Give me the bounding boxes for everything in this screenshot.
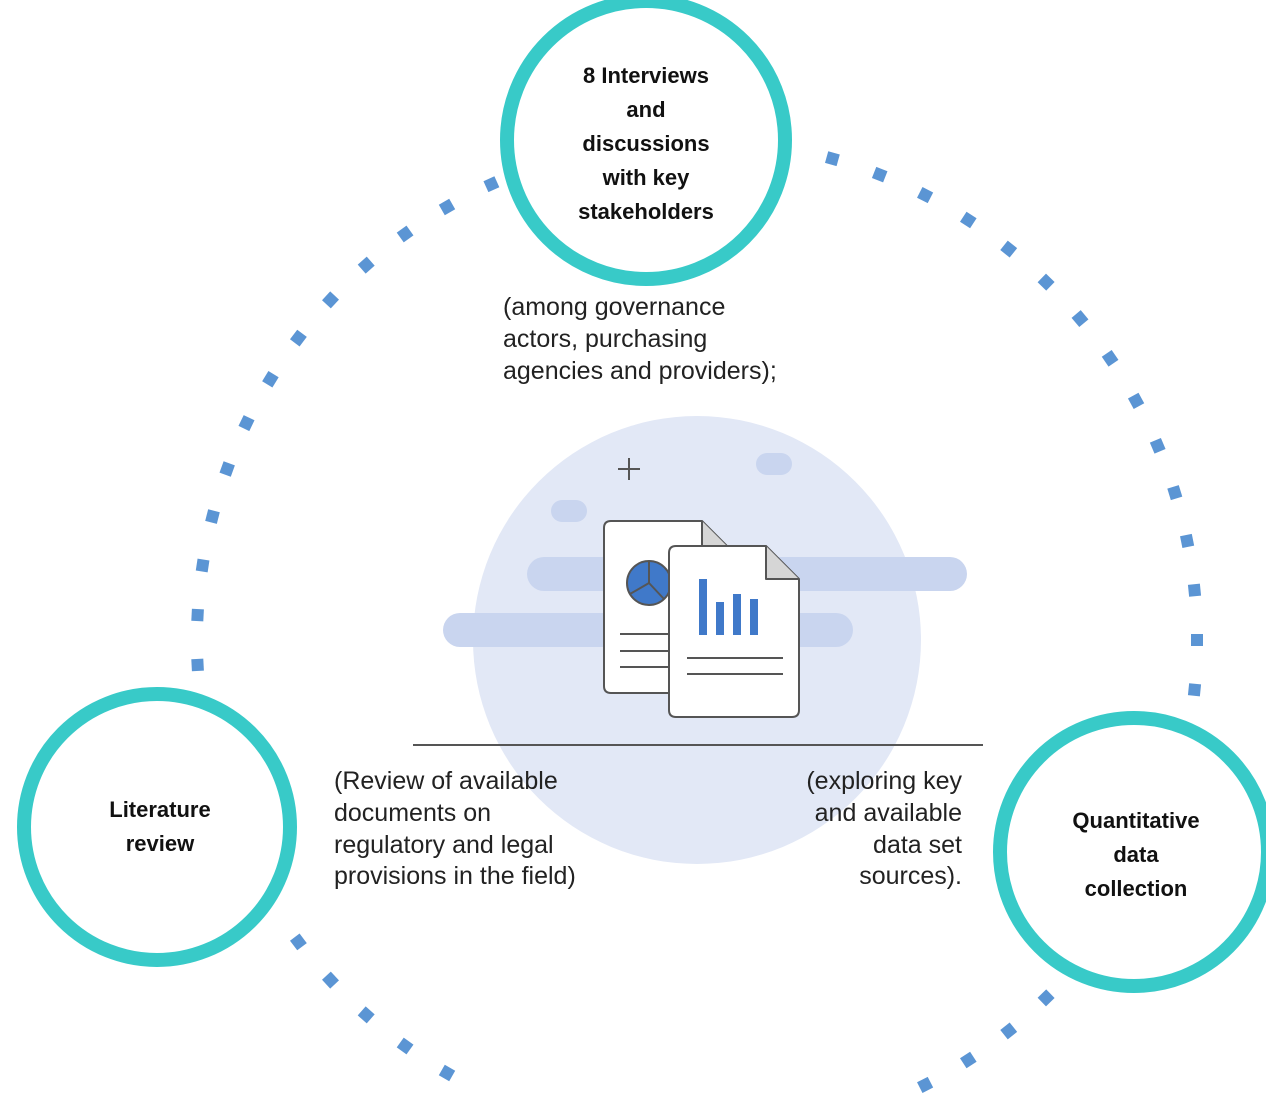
interviews-circle [500,0,792,286]
cycle-dot [483,176,500,193]
quantitative-label-line: Quantitative [1072,807,1200,833]
literature-label-line: review [125,831,195,856]
cycle-dot [195,558,210,573]
stage-circles [17,0,1266,993]
literature-description-line: regulatory and legal [334,830,554,859]
cycle-dot [438,1064,456,1082]
cycle-dot [396,1037,414,1055]
cycle-dot [357,1006,375,1024]
interviews-label: 8 Interviews and discussions with key st… [536,55,756,233]
cycle-dot [1000,1022,1018,1040]
literature-label: Literature review [60,790,260,864]
quantitative-label: Quantitative data collection [1036,800,1236,910]
bar-chart-document-icon [668,545,800,718]
quantitative-label-line: collection [1084,876,1188,902]
literature-label-line: Literature [109,796,211,822]
literature-circle [17,687,297,967]
cycle-dot [438,198,456,216]
quantitative-description-line: and available [814,798,962,827]
cycle-dot [322,971,339,989]
cycle-dot [1191,634,1203,646]
cycle-dot [289,933,307,951]
literature-description-line: (Review of available [334,767,558,795]
literature-description: (Review of available documents on regula… [334,766,576,893]
cycle-dot [960,1051,977,1069]
cycle-dot [1037,273,1055,291]
cycle-dot [1167,485,1183,501]
interviews-description-line: agencies and providers); [503,356,777,385]
cycle-dot [238,415,255,432]
small-cloud-left [551,500,587,522]
interviews-label-line: discussions [582,130,710,156]
quantitative-circle [993,711,1266,993]
cycle-dot [1037,989,1055,1007]
cycle-dot [322,291,339,309]
cycle-dot [960,211,977,229]
cycle-dot [1071,310,1089,328]
cycle-dot [1187,583,1202,597]
quantitative-description-line: data set [873,830,962,859]
cycle-dot [1127,392,1145,410]
literature-description-line: provisions in the field) [334,862,576,891]
cycle-dot [825,151,840,167]
interviews-label-line: and [626,96,666,122]
interviews-label-line: with key [602,165,690,191]
plus-icon [618,458,640,480]
interviews-description: (among governance actors, purchasing age… [503,292,777,387]
cycle-dot [191,608,204,622]
interviews-label-line: 8 Interviews [583,62,709,88]
cycle-dot [205,509,220,524]
cycle-dot [1187,683,1202,697]
small-cloud-right [756,453,792,475]
interviews-label-line: stakeholders [578,199,714,225]
cycle-dot [396,225,414,243]
cycle-dot [191,658,204,672]
cycle-dot [917,1076,934,1093]
interviews-description-line: (among governance [503,293,726,321]
quantitative-description: (exploring key and available data set so… [740,766,962,893]
cycle-dot [1101,349,1119,367]
cycle-dot [917,187,934,204]
cycle-dot [219,461,235,477]
quantitative-description-line: sources). [859,862,962,891]
dotted-cycle-ring [191,151,1203,1093]
cycle-dot [1180,533,1195,548]
cycle-dot [871,166,888,183]
cycle-dot [262,371,279,388]
quantitative-description-line: (exploring key [806,767,962,795]
cycle-dot [1149,437,1166,454]
center-illustration [413,416,983,864]
quantitative-label-line: data [1113,841,1159,867]
cycle-dot [357,256,375,274]
cycle-dot [1000,240,1018,258]
interviews-description-line: actors, purchasing [503,324,708,353]
documents-report-icon [603,520,800,718]
cycle-dot [289,329,307,347]
literature-description-line: documents on [334,798,492,827]
